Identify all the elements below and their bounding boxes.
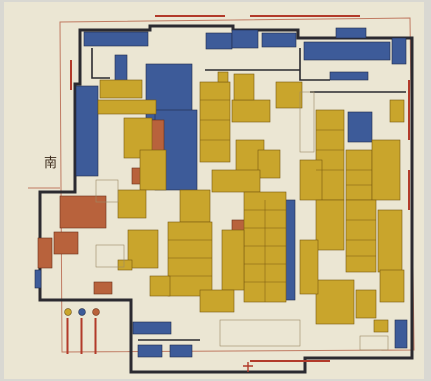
south-label: 南 — [44, 156, 58, 171]
outer-wall — [38, 24, 414, 374]
bottom-cross-mark — [243, 362, 253, 372]
side-markers — [70, 60, 410, 210]
legend-swatch-gold — [64, 308, 72, 316]
gold-buildings — [97, 71, 405, 333]
legend-swatch-blue — [78, 308, 86, 316]
legend-swatch-rust — [92, 308, 100, 316]
room-divisions — [168, 99, 376, 302]
inner-walls — [79, 30, 406, 341]
top-markers — [155, 15, 360, 17]
bottom-markers — [250, 360, 330, 362]
corridors — [95, 91, 389, 351]
legend — [64, 308, 100, 354]
